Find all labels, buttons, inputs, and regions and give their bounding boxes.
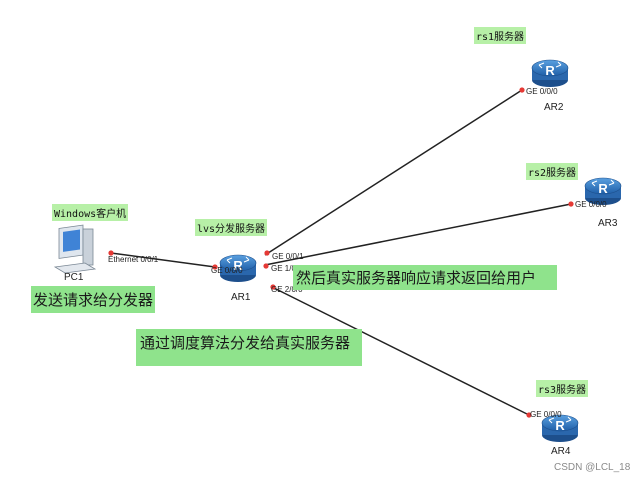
- port-dots: [108, 87, 574, 418]
- port-dot: [108, 250, 114, 256]
- ar3-role-label: rs2服务器: [526, 163, 579, 180]
- port-dot: [212, 264, 218, 270]
- ar3-device-name: AR3: [598, 218, 618, 229]
- ar2-port-label: GE 0/0/0: [526, 87, 558, 96]
- ar1-role-label: lvs分发服务器: [195, 219, 268, 236]
- ar4-role-label: rs3服务器: [536, 380, 589, 397]
- port-dot: [270, 284, 276, 290]
- pc1-device-name: PC1: [64, 272, 84, 283]
- watermark: CSDN @LCL_18: [554, 462, 631, 473]
- ar1-port-label-ge001: GE 0/0/1: [272, 252, 304, 261]
- note-client-to-lb: 发送请求给分发器: [31, 286, 156, 313]
- link-ar1-ar4: [271, 286, 530, 416]
- note-servers-reply: 然后真实服务器响应请求返回给用户: [293, 265, 557, 290]
- ar4-device-name: AR4: [551, 446, 571, 457]
- ar2-device-name: AR2: [544, 102, 564, 113]
- ar1-device-name: AR1: [231, 292, 251, 303]
- ar1-port-label-ge100: GE 1/0/0: [271, 264, 303, 273]
- port-dot: [263, 263, 269, 269]
- pc1-computer-icon[interactable]: [53, 224, 97, 274]
- ar2-router-icon[interactable]: [531, 59, 569, 88]
- ar1-port-label-ge000: GE 0/0/0: [211, 266, 243, 275]
- port-dot: [526, 412, 532, 418]
- pc1-port-label: Ethernet 0/0/1: [108, 255, 159, 264]
- note-lb-to-servers: 通过调度算法分发给真实服务器: [136, 329, 362, 366]
- port-dot: [519, 87, 525, 93]
- ar2-role-label: rs1服务器: [474, 27, 527, 44]
- link-pc1-ar1: [110, 252, 216, 268]
- ar3-port-label: GE 0/0/0: [575, 200, 607, 209]
- link-ar1-ar3: [264, 203, 572, 266]
- ar1-port-label-ge200: GE 2/0/0: [271, 285, 303, 294]
- ar4-port-label: GE 0/0/0: [530, 410, 562, 419]
- port-dot: [568, 201, 574, 207]
- link-ar1-ar2: [264, 89, 523, 256]
- ar4-router-icon[interactable]: [541, 414, 579, 443]
- port-dot: [264, 250, 270, 256]
- pc1-role-label: Windows客户机: [52, 204, 129, 221]
